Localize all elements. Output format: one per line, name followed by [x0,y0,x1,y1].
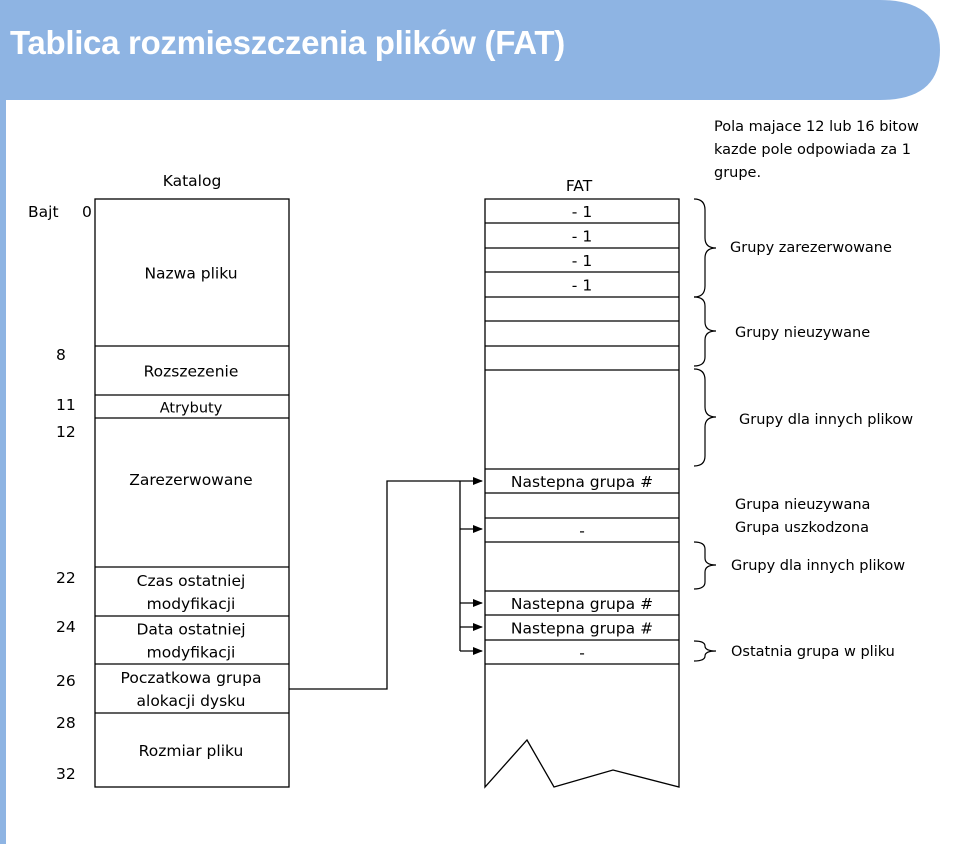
fat-note-line-2: kazde pole odpowiada za 1 [714,142,911,158]
title-bar-background [0,0,940,100]
katalog-frame [94,198,290,788]
byte-offset-label: 11 [56,396,76,414]
annotation-unused: Grupy nieuzywane [735,325,870,341]
annotation-unused-single: Grupa nieuzywana [735,497,870,513]
annotation-last: Ostatnia grupa w pliku [731,644,895,660]
fat-entry-label: Nastepna grupa # [511,595,653,613]
byte-offset-label: 22 [56,569,76,587]
brace-last [693,640,717,662]
katalog-field-label: Czas ostatniej [137,572,246,590]
byte-offset-label: 12 [56,423,76,441]
brace-reserved [693,198,717,298]
fat-note-line-3: grupe. [714,165,761,181]
katalog-heading: Katalog [163,172,222,190]
katalog-field-label: Nazwa pliku [144,265,237,283]
katalog-field-label: Atrybuty [160,401,223,417]
left-accent-stripe [0,100,6,844]
fat-entry-label: Nastepna grupa # [511,620,653,638]
byte-offset-label: 32 [56,765,76,783]
katalog-table: Katalog Bajt Nazwa plikuRozszezenieAtryb… [28,172,290,788]
page-title: Tablica rozmieszczenia plików (FAT) [10,24,565,61]
byte-offset-label: 0 [82,203,92,221]
title-bar: Tablica rozmieszczenia plików (FAT) [0,0,960,100]
allocation-chain [289,477,483,690]
katalog-field-label: modyfikacji [147,595,236,613]
byte-offset-label: 28 [56,714,76,732]
start-cluster-connector [289,477,483,690]
katalog-field-label: modyfikacji [147,644,236,662]
brace-other-files-1 [693,368,717,467]
katalog-field-label: Rozszezenie [144,363,239,381]
fat-entry-label: - 1 [572,228,592,246]
fat-entry-label: - 1 [572,277,592,295]
annotation-damaged: Grupa uszkodzona [735,520,869,536]
katalog-field-label: Data ostatniej [136,621,245,639]
fat-entry-label: - 1 [572,252,592,270]
byte-offset-label: 26 [56,672,76,690]
fat-annotations: Grupy zarezerwowane Grupy nieuzywane Gru… [730,240,913,660]
group-braces [693,198,717,662]
katalog-field-label: Zarezerwowane [129,471,252,489]
fat-heading: FAT [566,177,593,195]
fat-table: FAT Pola majace 12 lub 16 bitow kazde po… [484,119,919,789]
fat-entry-label: - [579,644,585,662]
katalog-field-label: alokacji dysku [137,692,246,710]
katalog-field-label: Rozmiar pliku [139,742,244,760]
fat-entry-label: Nastepna grupa # [511,473,653,491]
annotation-reserved: Grupy zarezerwowane [730,240,892,256]
byte-offset-label: 8 [56,346,66,364]
annotation-other-files-2: Grupy dla innych plikow [731,558,905,574]
fat-entry-label: - [579,522,585,540]
byte-heading: Bajt [28,203,59,221]
katalog-field-label: Poczatkowa grupa [121,669,262,687]
fat-entry-label: - 1 [572,203,592,221]
brace-unused [693,296,717,367]
annotation-other-files-1: Grupy dla innych plikow [739,412,913,428]
byte-offset-label: 24 [56,618,76,636]
fat-note-line-1: Pola majace 12 lub 16 bitow [714,119,919,135]
brace-other-files-2 [693,541,717,590]
